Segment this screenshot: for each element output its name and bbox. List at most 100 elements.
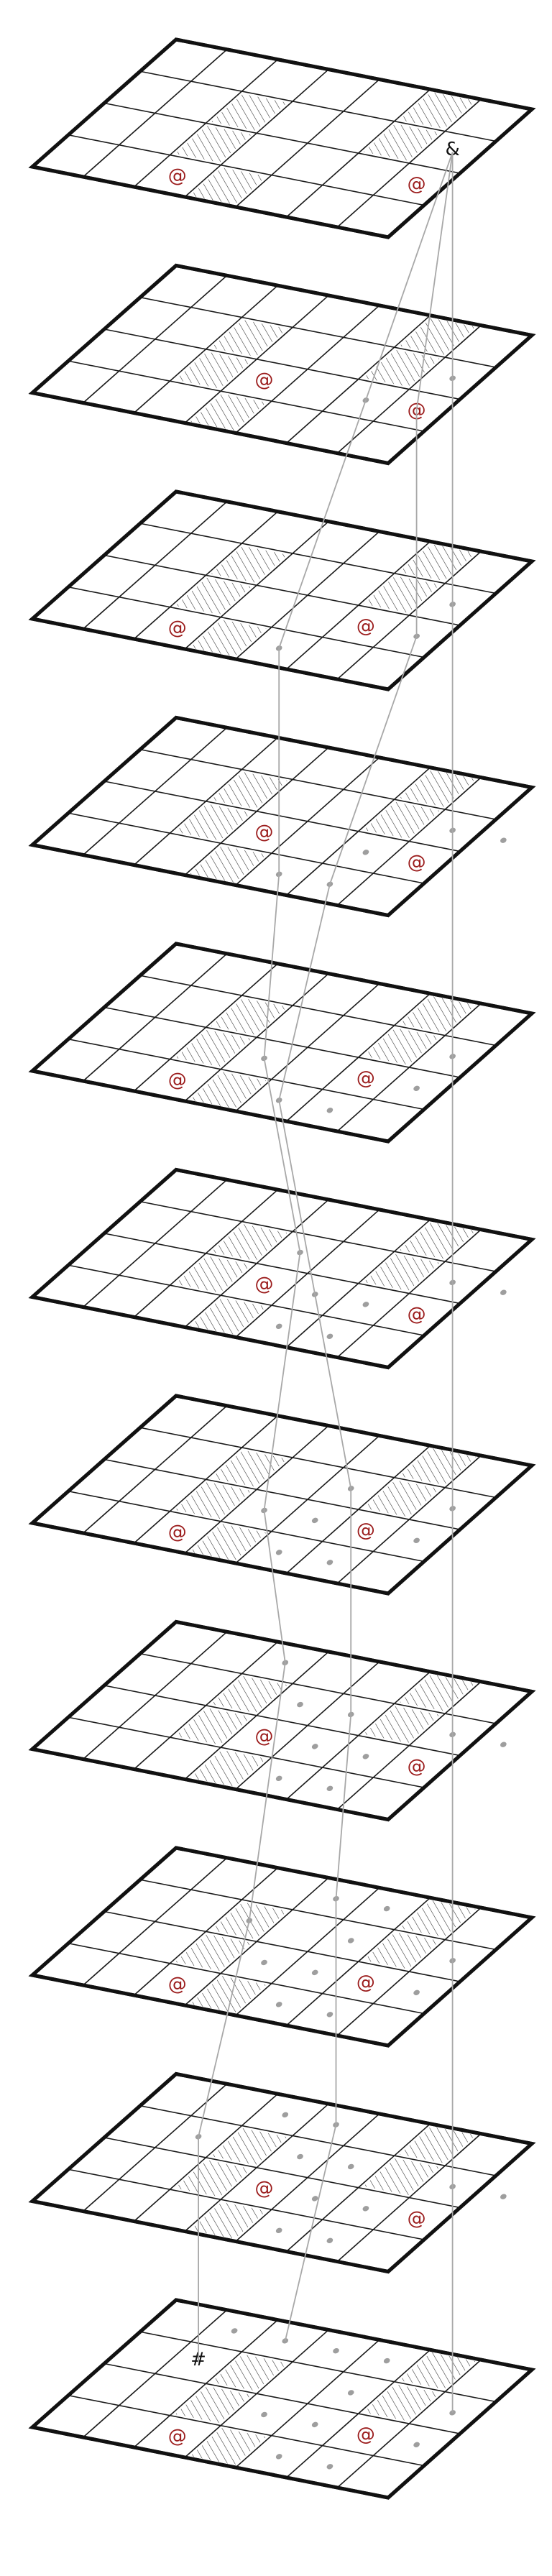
grid-row-line [68,1942,425,2015]
layer-outline [28,489,536,691]
grid-layers: @@&@@@@@@@@@@@@@@@@@@@@# [28,37,536,2500]
grid-row-line [68,134,425,206]
grid-row-line [139,748,497,820]
visited-dot [326,2012,334,2018]
grid-row-line [104,2137,461,2209]
visited-dot [275,1550,282,1555]
obstacle-cell [190,393,267,431]
obstacle-cell [211,546,288,583]
layer-outline [28,2298,536,2500]
visited-dot [311,2421,318,2428]
obstacle-cell [363,1254,440,1292]
grid-layer: @@& [28,37,536,239]
grid-row-line [139,1652,497,1724]
visited-dot [326,1560,334,1565]
target-glyph: @ [168,1070,187,1091]
obstacle-cell [190,1297,267,1335]
visited-dot [362,850,369,855]
obstacle-cell [363,2158,440,2196]
obstacle-cell [399,318,476,355]
obstacle-cell [363,2384,440,2421]
visited-dot [231,2328,238,2334]
obstacle-cell [175,1029,252,1067]
grid-layer: @@ [28,715,536,918]
grid-row-line [139,523,497,594]
visited-dot [275,1323,282,1329]
obstacle-cell [363,124,440,161]
visited-dot [275,2227,282,2233]
obstacle-cell [175,577,252,615]
grid-row-line [139,1200,497,1272]
obstacle-cell [399,1674,476,1711]
grid-row-line [139,1879,497,1951]
obstacle-cell [399,995,476,1034]
layer-outline [28,263,536,466]
visited-dot [311,1744,318,1749]
visited-dot [326,2464,334,2470]
obstacle-cell [175,1481,252,1519]
grid-row-line [139,975,497,1046]
obstacle-cell [211,772,288,809]
obstacle-cell [399,2126,476,2163]
layer-outline [28,1846,536,2048]
target-glyph: @ [255,1726,274,1747]
obstacle-cell [363,801,440,840]
grid-row-line [139,1427,497,1499]
layer-outline [28,37,536,239]
visited-dot [311,1517,318,1524]
target-glyph: @ [408,2208,426,2230]
visited-dot [282,2338,289,2344]
grid-row-line [139,70,497,142]
visited-dot [311,2196,318,2202]
obstacle-cell [190,845,267,883]
obstacle-cell [190,167,267,205]
grid-row-line [104,1006,461,1078]
visited-dot [500,837,507,843]
obstacle-cell [363,349,440,387]
visited-dot [261,1959,267,1966]
obstacle-cell [175,1708,252,1745]
target-glyph: @ [168,2426,187,2447]
obstacle-cell [175,2386,252,2424]
obstacle-cell [190,1524,267,1561]
grid-row-line [104,1233,461,1305]
visited-dot [326,1785,334,1791]
target-glyph: @ [356,1519,375,1541]
obstacle-cell [211,1676,288,1714]
visited-dot [347,2390,354,2396]
obstacle-cell [175,1256,252,1293]
grid-row-line [104,554,461,626]
grid-row-line [104,781,461,852]
target-glyph: @ [356,1067,375,1089]
visited-dot [362,1302,369,1307]
obstacle-cell [363,1480,440,1517]
visited-dot [282,2112,289,2118]
visited-dot [326,2237,334,2243]
obstacle-cell [399,1900,476,1938]
visited-dot [311,1969,318,1976]
grid-row-line [139,2104,497,2176]
obstacle-cell [175,804,252,841]
visited-dot [333,2347,339,2354]
layer-outline [28,942,536,1144]
visited-dot [500,1289,507,1295]
visited-dot [500,2194,507,2199]
visited-dot [275,1775,282,1781]
target-glyph: @ [255,1274,274,1295]
visited-dot [413,1085,420,1091]
obstacle-cell [190,2428,267,2465]
target-glyph: @ [408,1756,426,1777]
layer-outline [28,715,536,918]
obstacle-cell [399,1222,476,1259]
obstacle-cell [211,1450,288,1487]
target-glyph: @ [168,1974,187,1995]
obstacle-cell [399,543,476,581]
obstacle-cell [363,1706,440,1744]
visited-dot [413,1537,420,1543]
obstacle-cell [190,620,267,657]
target-glyph: @ [255,822,274,843]
target-glyph: @ [168,617,187,639]
target-glyph: @ [255,369,274,391]
